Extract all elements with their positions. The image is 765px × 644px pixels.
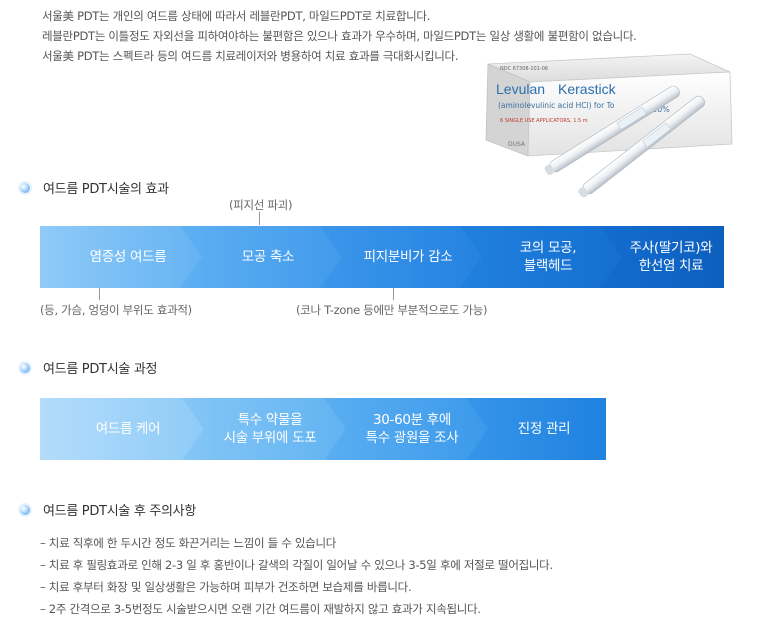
- intro-line: 서울美 PDT는 스펙트라 등의 여드름 치료레이저와 병용하여 치료 효과를 …: [42, 49, 459, 63]
- section-title-text: 여드름 PDT시술 과정: [43, 362, 158, 377]
- step-label: 30-60분 후에: [372, 412, 452, 428]
- step-label: 특수 광원을 조사: [365, 430, 459, 446]
- intro-line: 서울美 PDT는 개인의 여드름 상태에 따라서 레블란PDT, 마일드PDT로…: [42, 9, 431, 23]
- section-title-process: 여드름 PDT시술 과정: [20, 358, 157, 377]
- note-body-areas: (등, 가슴, 엉덩이 부위도 효과적): [40, 303, 192, 317]
- levulan-product-illustration: NDC 67308-101-06 Levulan Kerastick (amin…: [485, 53, 733, 198]
- effect-step-rosacea-hidradenitis: 주사(딸기코)와 한선염 치료: [600, 226, 724, 288]
- step-label: 시술 부위에 도포: [223, 430, 317, 446]
- section-title-text: 여드름 PDT시술의 효과: [43, 182, 169, 197]
- step-label: 모공 축소: [241, 249, 295, 265]
- bullet-icon: [20, 182, 30, 193]
- section-title-precautions: 여드름 PDT시술 후 주의사항: [20, 500, 196, 519]
- process-flow: 여드름 케어 특수 약물을 시술 부위에 도포 30-60분 후에 특수 광원을…: [40, 398, 606, 460]
- product-image: NDC 67308-101-06 Levulan Kerastick (amin…: [470, 48, 760, 198]
- list-item: – 치료 후부터 화장 및 일상생활은 가능하며 피부가 건조하면 보습제를 바…: [40, 580, 412, 594]
- step-label: 특수 약물을: [237, 412, 303, 428]
- product-strength: 20%: [652, 105, 670, 114]
- process-step-light-exposure: 30-60분 후에 특수 광원을 조사: [324, 398, 500, 460]
- product-count: 6 SINGLE USE APPLICATORS, 1.5 m: [500, 118, 588, 124]
- step-label: 여드름 케어: [95, 421, 161, 437]
- effect-step-nose-pores-blackheads: 코의 모공, 블랙헤드: [460, 226, 636, 288]
- step-label: 한선염 치료: [638, 258, 704, 274]
- product-maker: DUSA: [508, 141, 526, 148]
- effect-step-inflammatory-acne: 염증성 여드름: [40, 226, 216, 288]
- process-step-acne-care: 여드름 케어: [40, 398, 216, 460]
- step-label: 염증성 여드름: [89, 249, 167, 265]
- product-brand2: Kerastick: [558, 81, 617, 97]
- step-label: 블랙헤드: [523, 258, 573, 274]
- effect-step-sebum-decrease: 피지분비가 감소: [320, 226, 496, 288]
- note-connector: [259, 212, 260, 225]
- note-connector: [99, 288, 100, 300]
- bullet-icon: [20, 362, 30, 373]
- list-item: – 치료 후 필링효과로 인해 2-3 일 후 홍반이나 갈색의 각질이 일어날…: [40, 558, 553, 572]
- step-label: 피지분비가 감소: [363, 249, 453, 265]
- step-label: 코의 모공,: [519, 240, 577, 256]
- precautions-list: – 치료 직후에 한 두시간 정도 화끈거리는 느낌이 들 수 있습니다 – 치…: [40, 532, 553, 620]
- step-label: 진정 관리: [517, 421, 571, 437]
- note-t-zone: (코나 T-zone 등에만 부분적으로도 가능): [296, 303, 488, 317]
- product-brand: Levulan: [496, 81, 545, 97]
- list-item: – 치료 직후에 한 두시간 정도 화끈거리는 느낌이 들 수 있습니다: [40, 536, 337, 550]
- effect-step-pore-reduction: 모공 축소: [180, 226, 356, 288]
- product-ndc: NDC 67308-101-06: [500, 66, 548, 72]
- bullet-icon: [20, 504, 30, 515]
- intro-line: 레블란PDT는 이틀정도 자외선을 피하여야하는 불편함은 있으나 효과가 우수…: [42, 29, 637, 43]
- intro-text: 서울美 PDT는 개인의 여드름 상태에 따라서 레블란PDT, 마일드PDT로…: [42, 6, 637, 66]
- step-label: 주사(딸기코)와: [629, 240, 713, 256]
- effects-flow: 염증성 여드름 모공 축소 피지분비가 감소 코의 모공, 블랙헤드 주사(딸기…: [40, 226, 724, 288]
- section-title-effects: 여드름 PDT시술의 효과: [20, 178, 169, 197]
- note-sebaceous-gland: (피지선 파괴): [229, 198, 293, 212]
- process-step-soothing-care: 진정 관리: [466, 398, 606, 460]
- note-connector: [393, 288, 394, 300]
- section-title-text: 여드름 PDT시술 후 주의사항: [43, 504, 196, 519]
- list-item: – 2주 간격으로 3-5번정도 시술받으시면 오랜 기간 여드름이 재발하지 …: [40, 602, 481, 616]
- process-step-apply-medication: 특수 약물을 시술 부위에 도포: [182, 398, 358, 460]
- product-subtitle: (aminolevulinic acid HCl) for To: [498, 101, 615, 110]
